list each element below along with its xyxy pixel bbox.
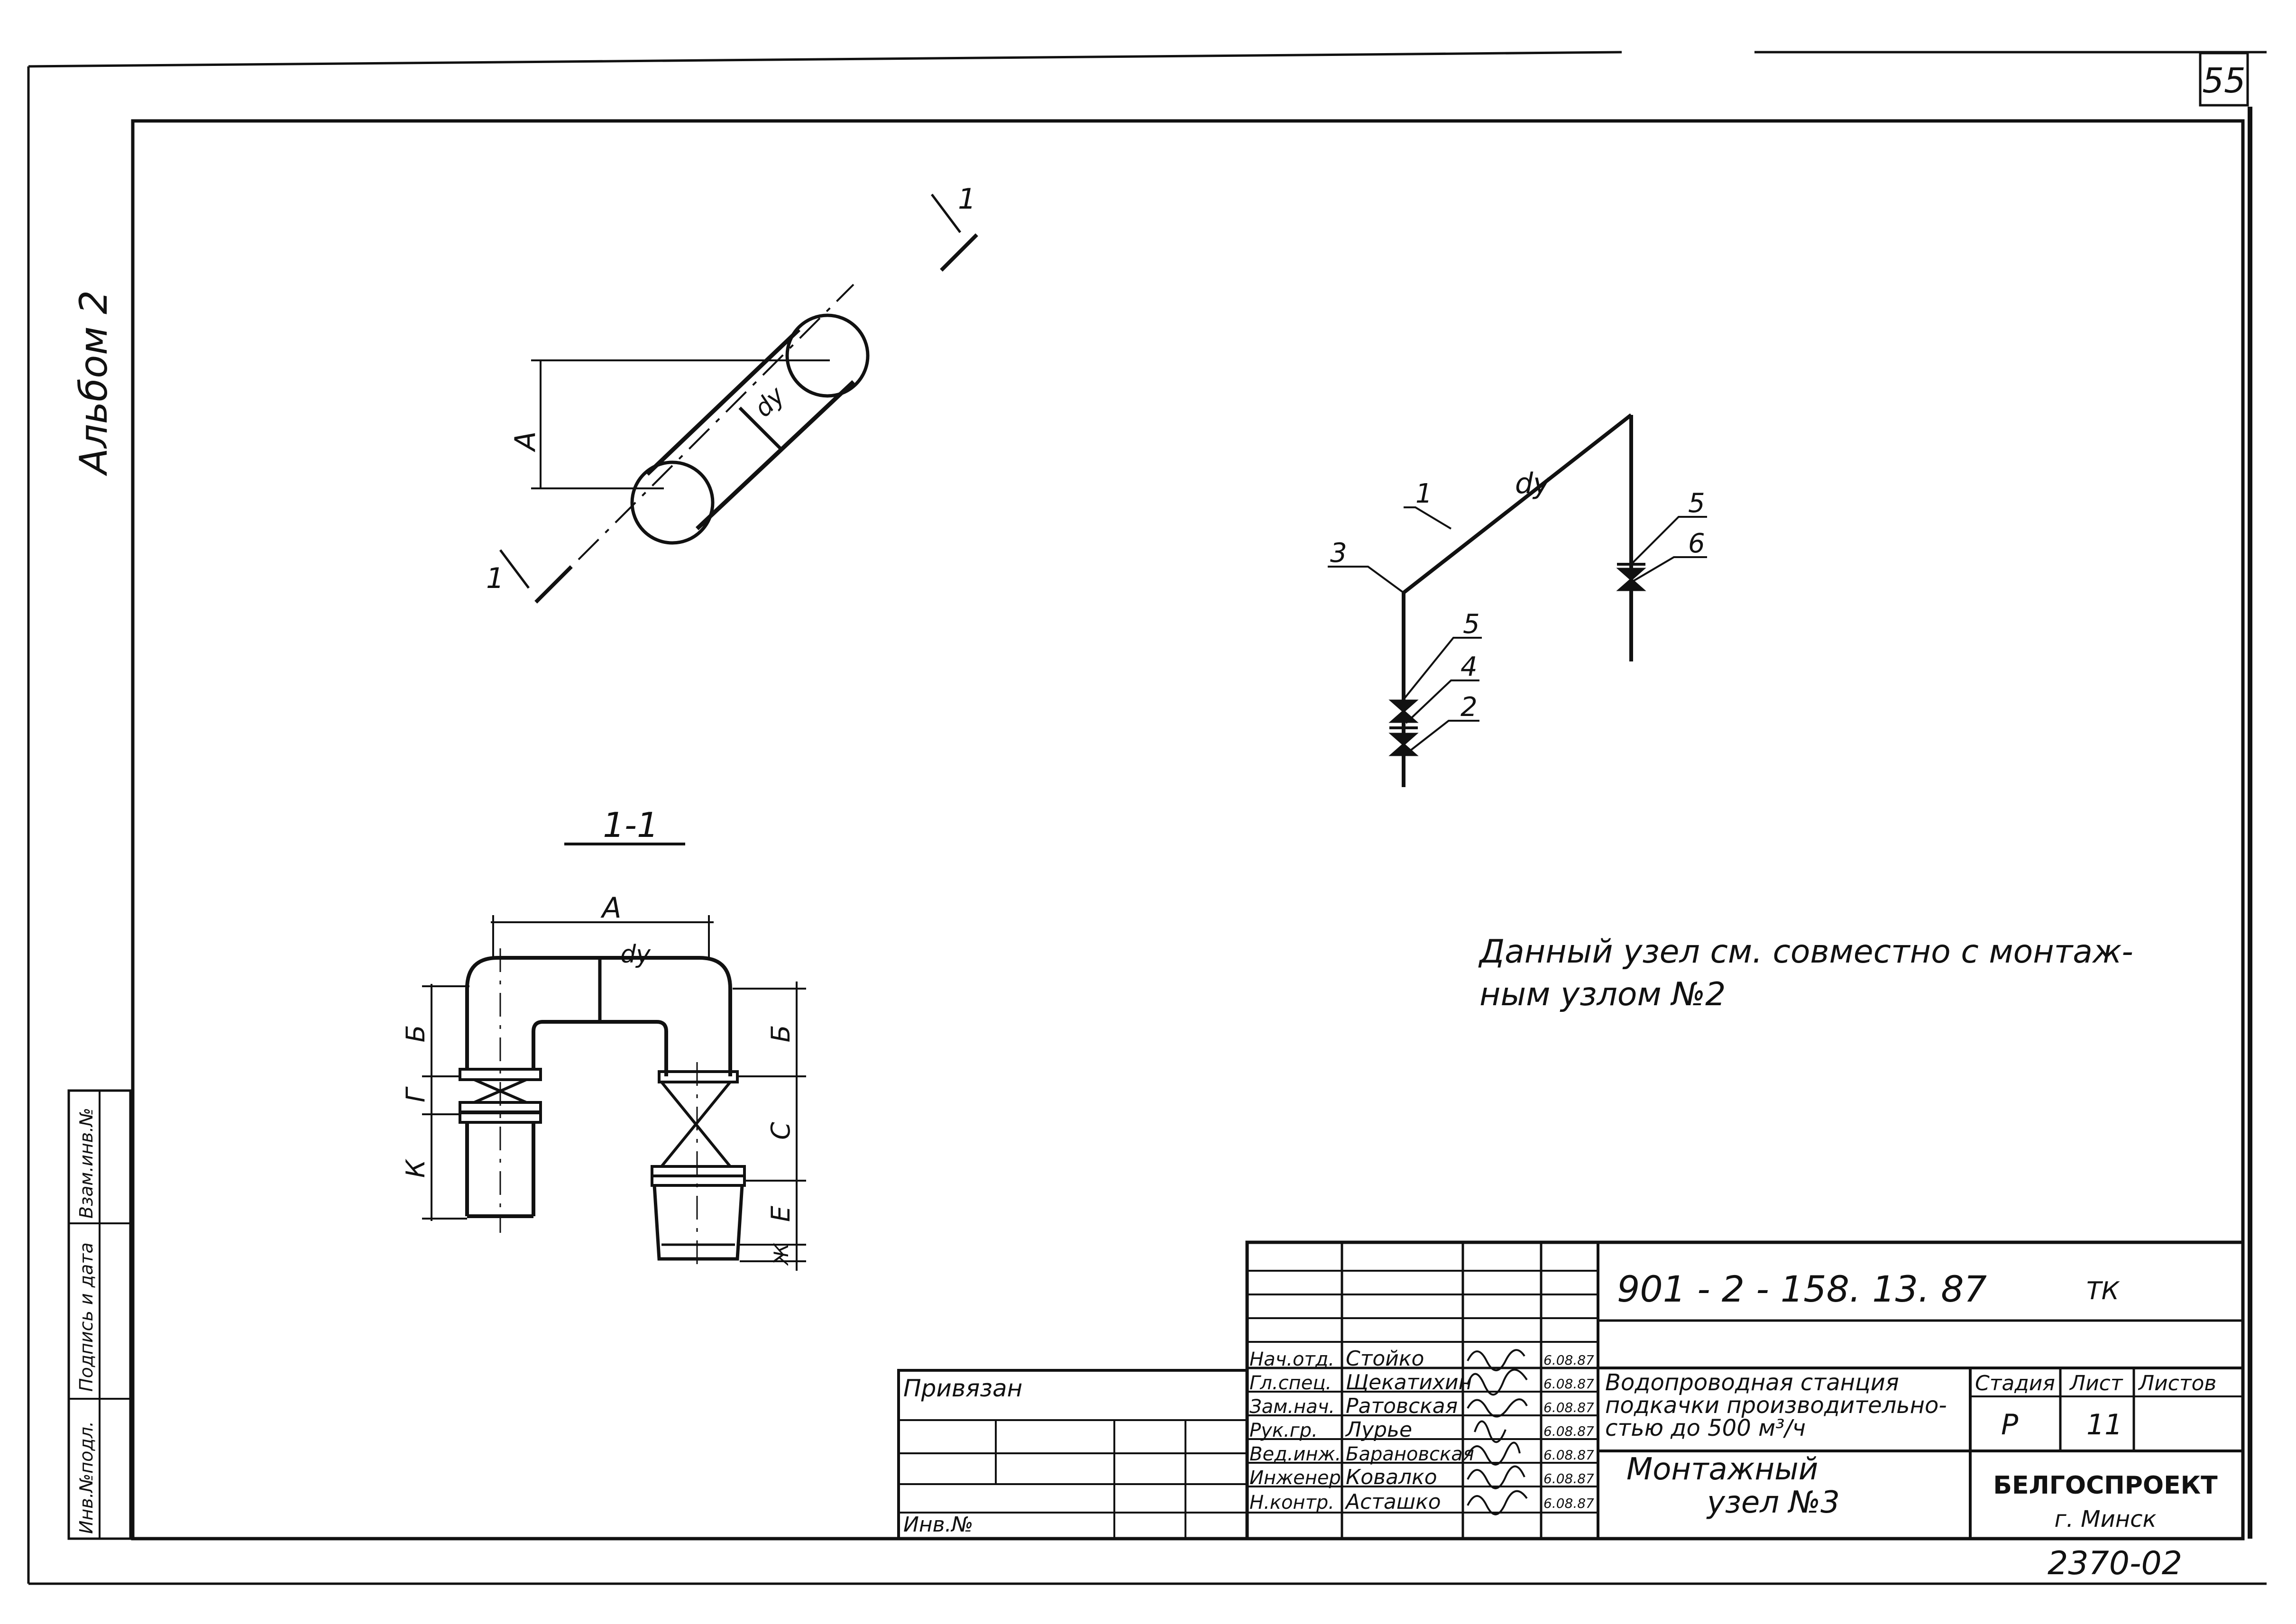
org-city: г. Минск xyxy=(2054,1506,2156,1532)
section-dim-b-right: Б xyxy=(766,1025,796,1042)
plan-dim-a: А xyxy=(509,431,542,452)
signature-name: Стойко xyxy=(1346,1347,1424,1371)
signature-date: 6.08.87 xyxy=(1543,1376,1594,1392)
scheme-dy-label: dу xyxy=(1515,467,1551,500)
doc-code: 901 - 2 - 158. 13. 87 xyxy=(1617,1268,1987,1310)
doc-mark: ТК xyxy=(2086,1277,2120,1305)
project-line-2: подкачки производительно- xyxy=(1605,1392,1947,1419)
signature-date: 6.08.87 xyxy=(1543,1400,1594,1415)
note-line-2: ным узлом №2 xyxy=(1479,976,1726,1013)
binding-block: Привязан Инв.№ xyxy=(897,1369,1249,1540)
inv-podl-label: Инв.№подл. xyxy=(76,1421,97,1534)
page-number: 55 xyxy=(2202,61,2246,101)
stage-header: Стадия xyxy=(1975,1371,2055,1395)
album-label: Альбом 2 xyxy=(72,290,116,477)
stage-value: Р xyxy=(2001,1408,2019,1441)
scheme-callout-1: 1 xyxy=(1415,478,1433,509)
sheets-header: Листов xyxy=(2138,1371,2216,1395)
scheme-callout-5-right: 5 xyxy=(1688,488,1705,519)
section-dim-a: А xyxy=(600,891,621,925)
signature-name: Барановская xyxy=(1346,1443,1474,1465)
scheme-callout-6: 6 xyxy=(1688,528,1705,559)
title-block: 901 - 2 - 158. 13. 87 ТК Водопроводная с… xyxy=(1245,1240,2245,1541)
signature-role: Зам.нач. xyxy=(1249,1396,1335,1418)
drawing-title-line-1: Монтажный xyxy=(1626,1452,1818,1487)
section-dim-b-left: Б xyxy=(401,1025,431,1042)
signature-date: 6.08.87 xyxy=(1543,1447,1594,1463)
signature-date: 6.08.87 xyxy=(1543,1423,1594,1439)
note-line-1: Данный узел см. совместно с монтаж- xyxy=(1478,933,2133,971)
drawing-note: Данный узел см. совместно с монтаж- ным … xyxy=(1478,933,2133,1013)
privyazan-label: Привязан xyxy=(903,1375,1022,1402)
project-line-3: стью до 500 м³/ч xyxy=(1605,1415,1806,1441)
section-cut-mark-top: 1 xyxy=(931,183,978,272)
vzam-inv-label: Взам.инв.№ xyxy=(76,1108,97,1219)
scheme-callout-4: 4 xyxy=(1460,651,1478,682)
signature-role: Гл.спец. xyxy=(1249,1372,1332,1394)
signature-name: Асташко xyxy=(1344,1490,1441,1514)
drawing-title-line-2: узел №3 xyxy=(1706,1485,1840,1520)
section-dim-k: К xyxy=(401,1158,431,1178)
section-dim-g: Г xyxy=(401,1086,431,1102)
section-dim-zh: Ж xyxy=(770,1243,793,1266)
scheme-callout-2: 2 xyxy=(1460,692,1478,723)
plan-dim-dy: dу xyxy=(749,381,790,422)
section-view: 1-1 А dу Б Г К xyxy=(401,805,806,1271)
left-stamp: Инв.№подл. Подпись и дата Взам.инв.№ xyxy=(67,1089,132,1540)
binding-inv-label: Инв.№ xyxy=(903,1513,973,1537)
signature-date: 6.08.87 xyxy=(1543,1471,1594,1486)
archive-number: 2370-02 xyxy=(2048,1545,2182,1582)
org-name: БЕЛГОСПРОЕКТ xyxy=(1993,1471,2218,1500)
sheet-frame xyxy=(27,51,2267,1585)
section-title: 1-1 xyxy=(603,805,659,845)
section-dim-e: Е xyxy=(766,1205,796,1222)
signature-role: Н.контр. xyxy=(1249,1492,1334,1514)
signature-role: Рук.гр. xyxy=(1249,1420,1318,1441)
section-cut-label-bottom: 1 xyxy=(486,562,504,595)
section-dim-dy: dу xyxy=(620,940,651,969)
sheet-header: Лист xyxy=(2069,1371,2123,1395)
signature-name: Лурье xyxy=(1345,1418,1412,1442)
section-cut-mark-bottom: 1 xyxy=(486,284,854,604)
section-dim-c: С xyxy=(766,1122,796,1140)
signature-rows: Нач.отд. Стойко 6.08.87 Гл.спец. Щекатих… xyxy=(1249,1347,1594,1514)
signature-role: Вед.инж. xyxy=(1249,1443,1341,1465)
signature-role: Нач.отд. xyxy=(1249,1349,1334,1370)
plan-view: А dу xyxy=(509,313,870,545)
isometric-scheme: 1 dу 3 5 4 2 5 6 xyxy=(1328,413,1707,787)
scheme-callout-5-left: 5 xyxy=(1463,609,1480,640)
scheme-callout-3: 3 xyxy=(1330,538,1347,569)
signature-name: Щекатихин xyxy=(1346,1370,1472,1395)
signature-date: 6.08.87 xyxy=(1543,1352,1594,1368)
signature-role: Инженер xyxy=(1249,1467,1341,1489)
sheet-value: 11 xyxy=(2086,1408,2122,1441)
handwritten-signatures xyxy=(1467,1349,1528,1515)
signature-name: Ратовская xyxy=(1346,1394,1458,1418)
signature-date: 6.08.87 xyxy=(1543,1496,1594,1511)
section-cut-label-top: 1 xyxy=(958,183,976,216)
signature-name: Ковалко xyxy=(1346,1465,1437,1489)
sign-date-label: Подпись и дата xyxy=(76,1242,97,1392)
project-line-1: Водопроводная станция xyxy=(1605,1369,1899,1396)
